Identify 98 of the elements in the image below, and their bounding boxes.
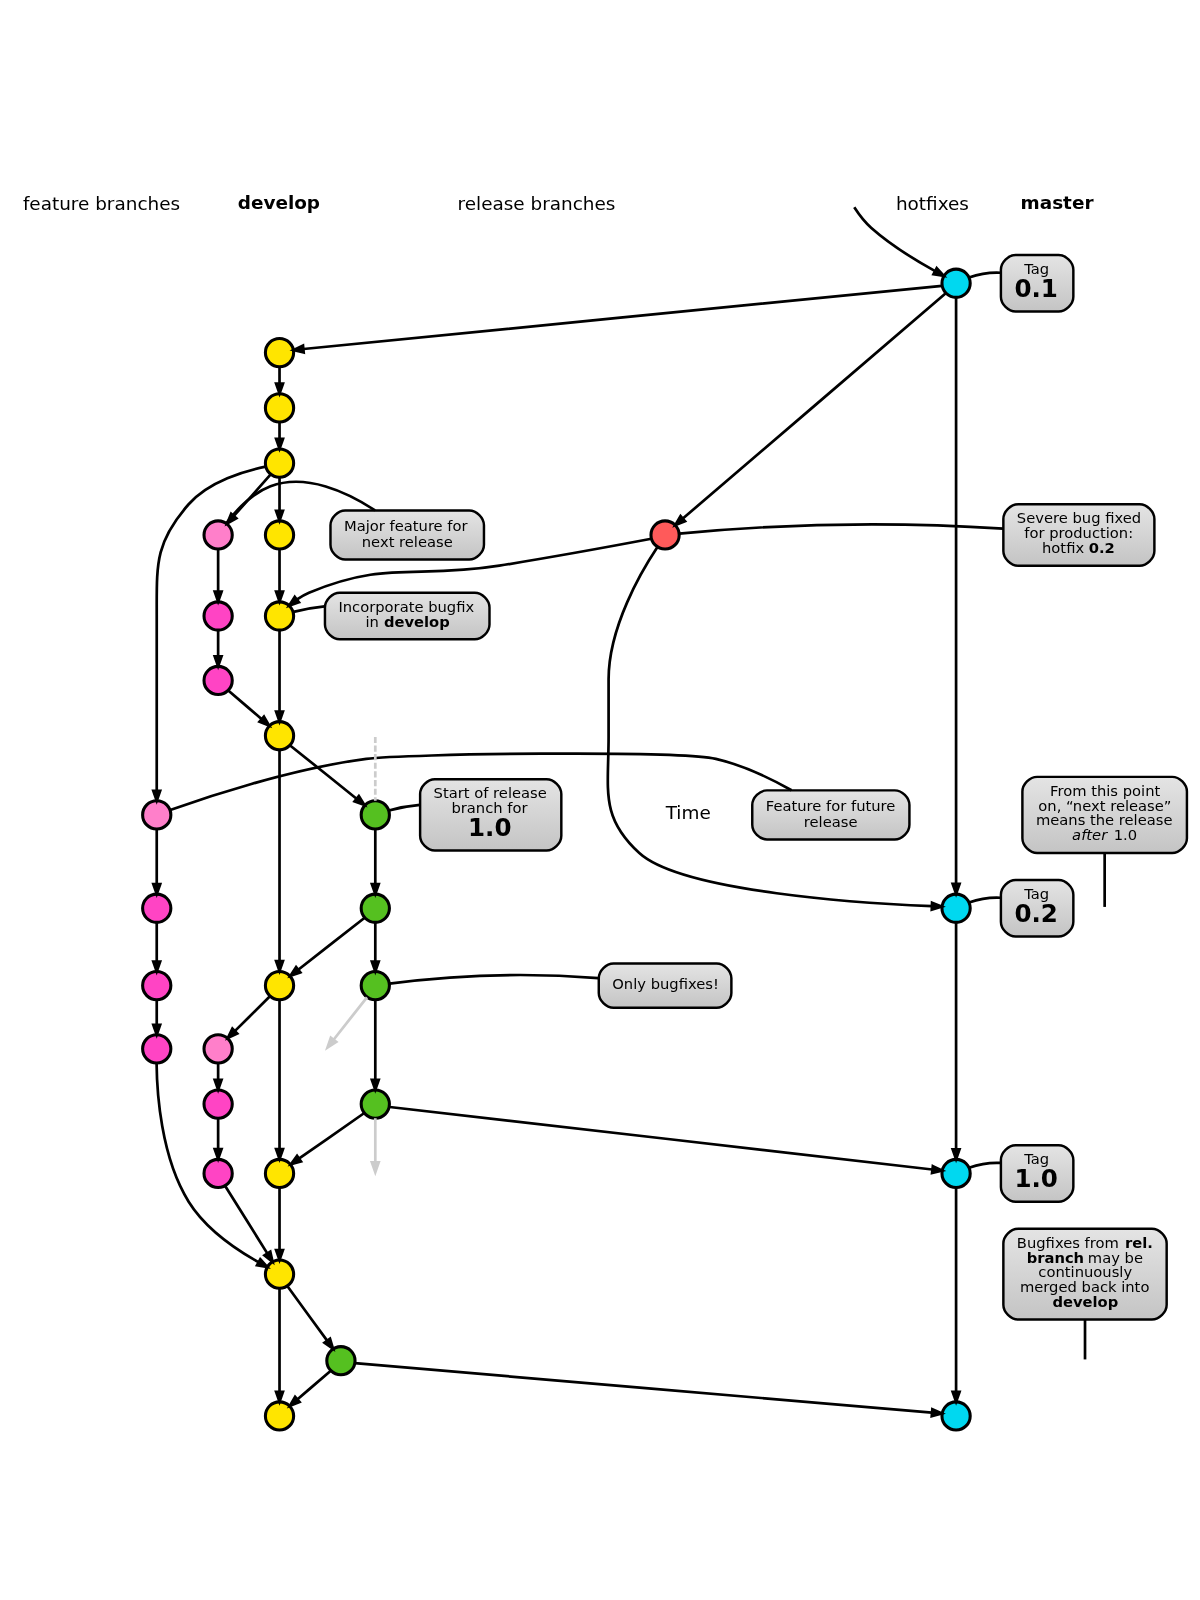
connector [389, 973, 599, 985]
node-box: Tag 0.1 [999, 253, 1075, 313]
connector [293, 605, 325, 614]
connector [1083, 1319, 1087, 1360]
arrow [151, 465, 266, 805]
label: master [1020, 191, 1094, 213]
arrow [606, 546, 946, 912]
node-circle [263, 1400, 296, 1432]
connector [968, 271, 1001, 279]
arrow [212, 1118, 224, 1163]
node-box: Tag 0.2 [999, 878, 1075, 938]
connector [968, 1161, 1001, 1170]
node-box: Bugfixes from rel. branch may be continuously merged back into develop [1002, 1227, 1168, 1321]
connector [1103, 853, 1106, 907]
arrow [369, 1118, 381, 1177]
node-box: Tag 1.0 [999, 1144, 1075, 1203]
label: hotfixes [895, 193, 969, 215]
arrow [287, 916, 366, 979]
node-circle [649, 519, 681, 551]
node-circle [202, 1088, 234, 1120]
arrow [286, 1369, 332, 1409]
arrow [274, 749, 285, 976]
arrow [354, 1361, 946, 1418]
node-circle [202, 1033, 234, 1065]
node-circle [141, 1033, 173, 1065]
connector [225, 480, 376, 524]
arrow [285, 537, 652, 609]
node-circle [202, 519, 234, 551]
arrow [274, 630, 285, 726]
node-box: From this point on, “next release” means the release after 1.0 [1021, 775, 1189, 855]
node-circle [263, 1258, 296, 1290]
node-circle [263, 336, 296, 369]
node-circle [359, 892, 391, 924]
arrow [950, 1187, 962, 1406]
arrow [853, 206, 948, 278]
label: develop [237, 191, 321, 213]
arrow [369, 922, 381, 976]
arrow [369, 829, 381, 899]
arrow [369, 1000, 381, 1094]
node-circle [263, 447, 296, 479]
node-circle [263, 519, 296, 551]
node-circle [325, 1345, 357, 1377]
node-circle [202, 1157, 234, 1190]
arrow [672, 292, 947, 528]
arrow [274, 422, 285, 453]
arrow [289, 284, 943, 355]
node-circle [359, 1088, 391, 1120]
node-circle [940, 267, 972, 299]
node-circle [202, 600, 234, 632]
arrow [274, 549, 285, 606]
arrow [224, 1185, 275, 1266]
arrow [274, 367, 285, 398]
arrow [227, 689, 273, 729]
arrow [289, 744, 368, 808]
node-circle [202, 664, 234, 697]
node-box: Major feature for next release [329, 509, 486, 561]
arrow [274, 1288, 285, 1406]
arrow [151, 829, 163, 899]
node-box: Start of release branch for 1.0 [418, 778, 563, 852]
arrow [151, 922, 163, 976]
arrow [950, 297, 962, 898]
arrow [324, 996, 369, 1051]
node-box: Only bugfixes! [597, 962, 733, 1009]
node-box: Feature for future release [751, 789, 911, 841]
arrow [224, 995, 271, 1041]
node-circle [359, 969, 391, 1002]
connector [968, 896, 1001, 904]
connector [169, 752, 793, 812]
node-circle [141, 969, 173, 1002]
node-circle [263, 1157, 296, 1190]
node-circle [263, 720, 296, 752]
arrow [212, 630, 224, 671]
node-circle [263, 600, 296, 632]
arrow [274, 477, 285, 525]
node-circle [141, 892, 173, 924]
node-circle [359, 799, 391, 831]
node-circle [263, 392, 296, 424]
arrow [286, 1285, 336, 1352]
node-box: Incorporate bugfix in develop [323, 591, 491, 641]
node-circle [940, 892, 972, 924]
arrow [274, 1000, 285, 1164]
connector [373, 737, 377, 801]
node-circle [141, 799, 173, 831]
arrow [212, 549, 224, 606]
node-circle [263, 969, 296, 1002]
label: feature branches [22, 193, 181, 215]
label: release branches [457, 193, 616, 215]
node-circle [940, 1400, 972, 1432]
connector [679, 523, 1004, 535]
node-box: Severe bug fixed for production: hotfix 0.2 [1002, 503, 1156, 567]
arrow [151, 1000, 163, 1039]
connector [388, 803, 420, 812]
label: Time [665, 802, 711, 824]
node-circle [940, 1157, 972, 1190]
arrow [389, 1105, 947, 1175]
arrow [287, 1111, 366, 1167]
arrow [950, 922, 962, 1164]
arrow [274, 1187, 285, 1264]
